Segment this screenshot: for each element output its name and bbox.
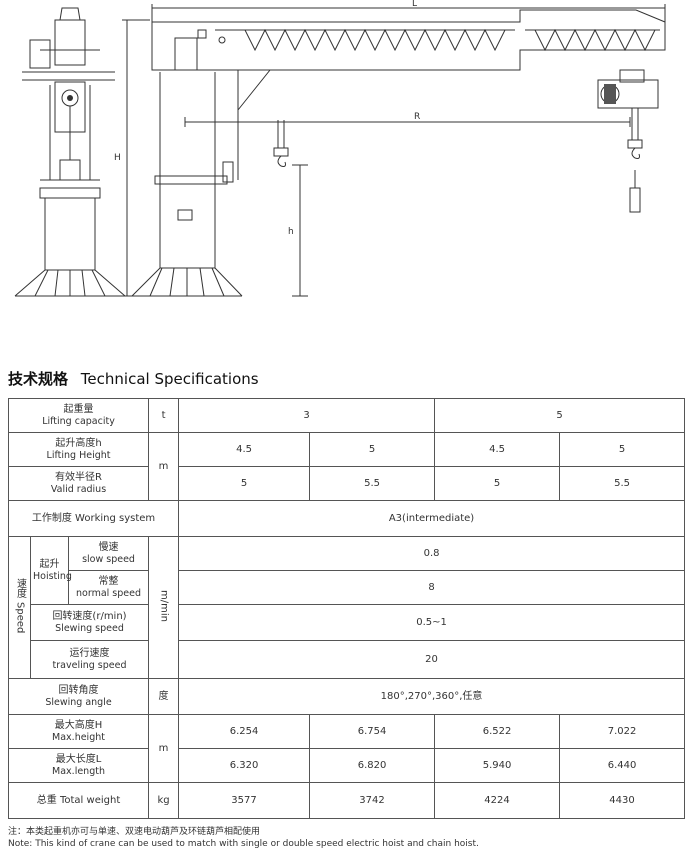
footnote-en: Note: This kind of crane can be used to … bbox=[8, 839, 479, 850]
traveling-speed-value: 20 bbox=[178, 640, 686, 679]
table-row: 速度 Speed 起升 Hoisting 慢速 slow speed m/min… bbox=[8, 536, 686, 679]
slewing-angle-label: 回转角度 Slewing angle bbox=[7, 678, 150, 715]
working-system-label: 工作制度 Working system bbox=[7, 500, 180, 537]
working-system-value: A3(intermediate) bbox=[178, 500, 686, 537]
dim-R-label: R bbox=[414, 112, 420, 122]
table-row: 回转速度(r/min) Slewing speed 0.5~1 bbox=[9, 604, 686, 641]
slewing-speed-label: 回转速度(r/min) Slewing speed bbox=[29, 604, 150, 641]
slewing-angle-value: 180°,270°,360°,任意 bbox=[178, 678, 686, 715]
speed-label: 速度 Speed bbox=[8, 536, 31, 679]
section-title-zh: 技术规格 bbox=[8, 370, 69, 388]
table-row: 总重 Total weight kg 3577 3742 4224 4430 bbox=[7, 782, 686, 819]
lifting-height-value: 5 bbox=[559, 432, 686, 467]
hoisting-label: 起升 Hoisting bbox=[30, 536, 72, 605]
table-row: 工作制度 Working system A3(intermediate) bbox=[7, 500, 686, 537]
total-weight-unit: kg bbox=[148, 782, 180, 819]
table-row: 回转角度 Slewing angle 度 180°,270°,360°,任意 bbox=[7, 678, 686, 715]
lifting-capacity-unit: t bbox=[148, 398, 180, 433]
section-title-en: Technical Specifications bbox=[80, 370, 259, 388]
lifting-capacity-label: 起重量 Lifting capacity bbox=[7, 398, 150, 433]
dim-L-label: L bbox=[412, 0, 417, 9]
dim-H-label: H bbox=[114, 153, 121, 163]
slow-speed-value: 0.8 bbox=[178, 536, 686, 571]
valid-radius-label: 有效半径R Valid radius bbox=[7, 466, 150, 501]
table-row: 最大长度L Max.length 6.320 6.820 5.940 6.440 bbox=[7, 748, 686, 783]
slewing-speed-value: 0.5~1 bbox=[178, 604, 686, 641]
dim-h-label: h bbox=[288, 227, 294, 237]
table-row: 起升高度h Lifting Height m 4.5 5 4.5 5 bbox=[7, 432, 686, 501]
max-length-label: 最大长度L Max.length bbox=[7, 748, 150, 783]
total-weight-value: 4430 bbox=[559, 782, 686, 819]
table-row: 起重量 Lifting capacity t 3 5 bbox=[7, 398, 686, 433]
unit-m: m bbox=[148, 714, 180, 783]
section-title: 技术规格 Technical Specifications bbox=[8, 368, 259, 389]
total-weight-value: 3577 bbox=[178, 782, 311, 819]
valid-radius-value: 5 bbox=[434, 466, 561, 501]
lifting-height-value: 5 bbox=[309, 432, 436, 467]
max-height-value: 6.254 bbox=[178, 714, 311, 749]
max-length-value: 6.820 bbox=[309, 748, 436, 783]
normal-speed-value: 8 bbox=[178, 570, 686, 605]
table-row: 最大高度H Max.height m 6.254 6.754 6.522 7.0… bbox=[7, 714, 686, 783]
max-height-value: 6.522 bbox=[434, 714, 561, 749]
slewing-angle-unit: 度 bbox=[148, 678, 180, 715]
max-height-value: 7.022 bbox=[559, 714, 686, 749]
total-weight-value: 4224 bbox=[434, 782, 561, 819]
lifting-height-label: 起升高度h Lifting Height bbox=[7, 432, 150, 467]
speed-unit: m/min bbox=[148, 536, 180, 679]
total-weight-label: 总重 Total weight bbox=[7, 782, 150, 819]
slow-speed-label: 慢速 slow speed bbox=[67, 536, 150, 571]
lifting-height-value: 4.5 bbox=[178, 432, 311, 467]
table-row: 运行速度 traveling speed 20 bbox=[9, 640, 686, 679]
lifting-height-value: 4.5 bbox=[434, 432, 561, 467]
footnote: 注：本类起重机亦可与单速、双速电动葫芦及环链葫芦相配使用 Note: This … bbox=[8, 826, 479, 850]
max-length-value: 6.440 bbox=[559, 748, 686, 783]
unit-m: m bbox=[148, 432, 180, 501]
valid-radius-value: 5.5 bbox=[559, 466, 686, 501]
valid-radius-value: 5 bbox=[178, 466, 311, 501]
spec-table: 起重量 Lifting capacity t 3 5 起升高度h Lifting… bbox=[7, 398, 686, 819]
table-row: 常整 normal speed 8 bbox=[9, 570, 686, 605]
normal-speed-label: 常整 normal speed bbox=[67, 570, 150, 605]
footnote-zh: 注：本类起重机亦可与单速、双速电动葫芦及环链葫芦相配使用 bbox=[8, 827, 261, 837]
valid-radius-value: 5.5 bbox=[309, 466, 436, 501]
table-row: 有效半径R Valid radius 5 5.5 5 5.5 bbox=[7, 466, 686, 501]
lifting-capacity-value: 3 bbox=[178, 398, 436, 433]
max-height-value: 6.754 bbox=[309, 714, 436, 749]
lifting-capacity-value: 5 bbox=[434, 398, 686, 433]
max-length-value: 5.940 bbox=[434, 748, 561, 783]
max-height-label: 最大高度H Max.height bbox=[7, 714, 150, 749]
crane-drawing: L H h R bbox=[14, 0, 666, 297]
max-length-value: 6.320 bbox=[178, 748, 311, 783]
traveling-speed-label: 运行速度 traveling speed bbox=[29, 640, 150, 679]
total-weight-value: 3742 bbox=[309, 782, 436, 819]
